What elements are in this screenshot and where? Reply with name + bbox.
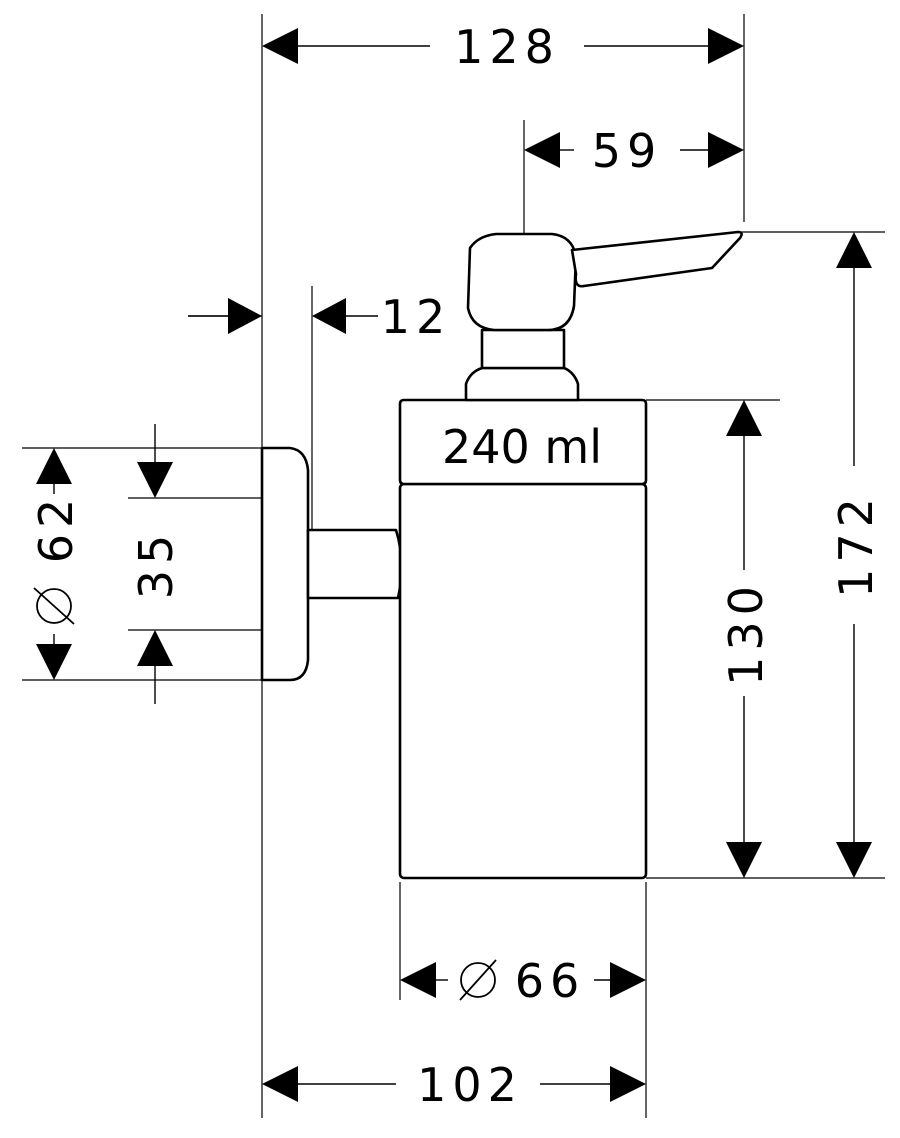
dimension-arm-height: 35 (129, 529, 183, 600)
dimension-overall-height: 172 (829, 492, 883, 598)
wall-rosette (260, 446, 310, 682)
dimension-projection: 102 (417, 1058, 523, 1112)
dimension-bottle-height: 130 (719, 580, 773, 686)
dimension-overall-width: 128 (454, 20, 560, 74)
collar (398, 398, 648, 486)
spout (570, 230, 743, 288)
bottle (398, 482, 648, 880)
dimension-bottle-diameter: 66 (515, 954, 586, 1008)
diameter-symbol-66 (459, 959, 497, 1001)
dimension-rosette-diameter: 62 (29, 493, 83, 564)
soap-dispenser (260, 230, 743, 880)
pump-head (466, 232, 578, 332)
wall-arm (306, 528, 403, 600)
dimension-lines (53, 45, 855, 1085)
arrowheads (36, 28, 872, 1102)
pump-neck (480, 328, 566, 370)
dimension-spout-width: 59 (592, 124, 663, 178)
capacity-label: 240 ml (442, 420, 602, 474)
diameter-symbol-62 (33, 587, 75, 625)
dimension-wall-offset: 12 (381, 290, 452, 344)
pump-base (464, 366, 580, 402)
